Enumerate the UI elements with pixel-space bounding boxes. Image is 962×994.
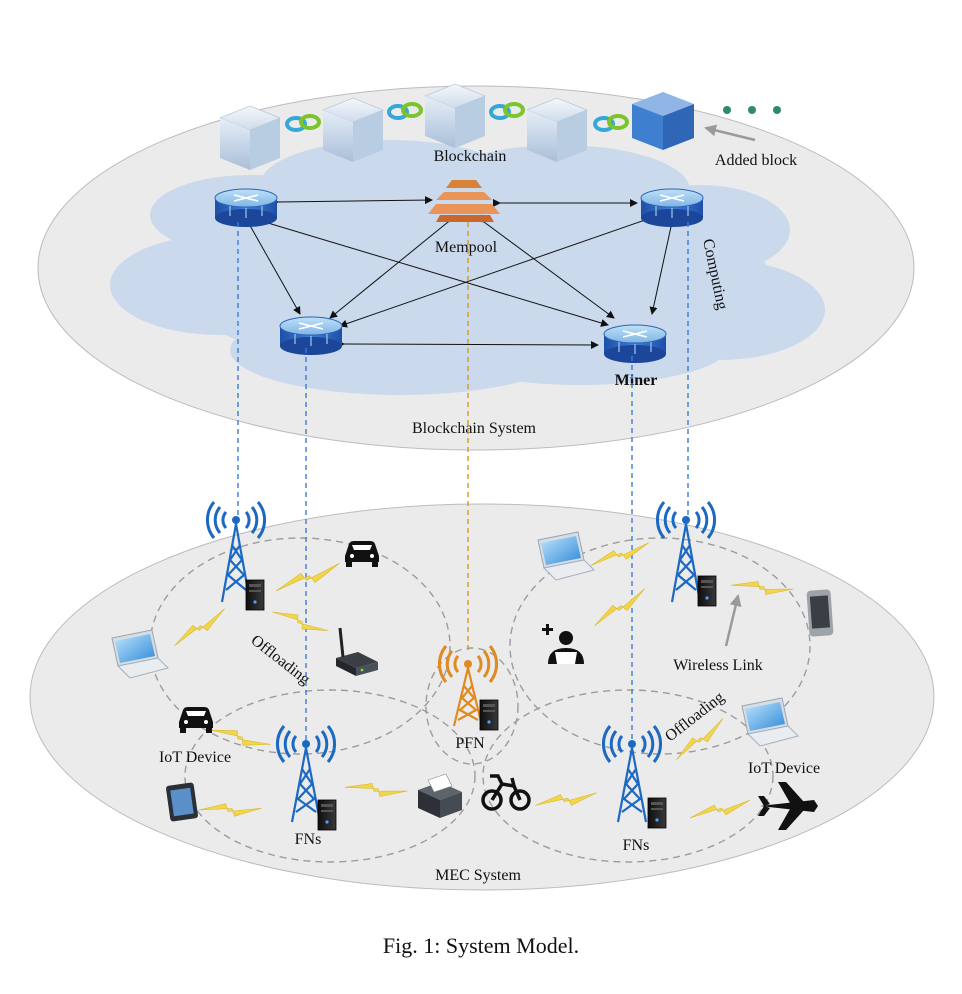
server-icon: [479, 699, 499, 731]
router-icon: [603, 324, 667, 364]
tower-icon: [206, 501, 266, 603]
tower-icon: [602, 725, 662, 823]
mec-system-label: MEC System: [435, 867, 521, 884]
wifi-router-icon: [336, 627, 378, 676]
cube-icon: [322, 97, 384, 163]
mempool-icon: [428, 180, 500, 222]
pfn-tower-icon: [438, 645, 498, 727]
fns-right-label: FNs: [623, 837, 650, 854]
ellipsis-dot: [748, 106, 756, 114]
coverage-areas: [149, 537, 811, 863]
server-icon: [317, 799, 337, 831]
miner-network-links: [241, 196, 678, 349]
blockchain-label: Blockchain: [434, 148, 507, 165]
cube-icon: [424, 83, 486, 149]
tower-icon: [656, 501, 716, 603]
miner-label: Miner: [615, 372, 658, 389]
router-icon: [214, 188, 278, 228]
server-icon: [647, 797, 667, 829]
router-icon: [640, 188, 704, 228]
blockchain-system-label: Blockchain System: [412, 420, 537, 437]
added-block-cube-icon: [632, 92, 694, 150]
doctor-icon: [542, 624, 584, 664]
wireless-link-arrow: [724, 594, 742, 647]
tower-icon: [276, 725, 336, 823]
cube-icon: [526, 97, 588, 163]
ellipsis-dot: [773, 106, 781, 114]
cube-icon: [219, 105, 281, 171]
layer-connections: [237, 222, 689, 740]
figure-caption: Fig. 1: System Model.: [382, 933, 580, 958]
bicycle-icon: [481, 774, 531, 811]
server-icon: [245, 579, 265, 611]
printer-icon: [418, 773, 462, 818]
smartphone-icon: [806, 589, 834, 637]
router-icon: [279, 316, 343, 356]
tablet-icon: [166, 782, 198, 822]
airplane-icon: [758, 782, 818, 830]
pfn-label: PFN: [455, 735, 485, 752]
fns-left-label: FNs: [295, 831, 322, 848]
ellipsis-dot: [723, 106, 731, 114]
iot-device-right-label: IoT Device: [748, 760, 820, 777]
mec-system-ellipse: [29, 503, 935, 891]
server-icon: [697, 575, 717, 607]
chain-link-icon: [285, 102, 629, 132]
added-block-label: Added block: [715, 152, 797, 169]
added-block-arrow: [704, 124, 756, 142]
wireless-link-label: Wireless Link: [673, 657, 763, 674]
mempool-label: Mempool: [435, 239, 498, 256]
blockchain-chain: [219, 83, 781, 171]
iot-device-left-label: IoT Device: [159, 749, 231, 766]
